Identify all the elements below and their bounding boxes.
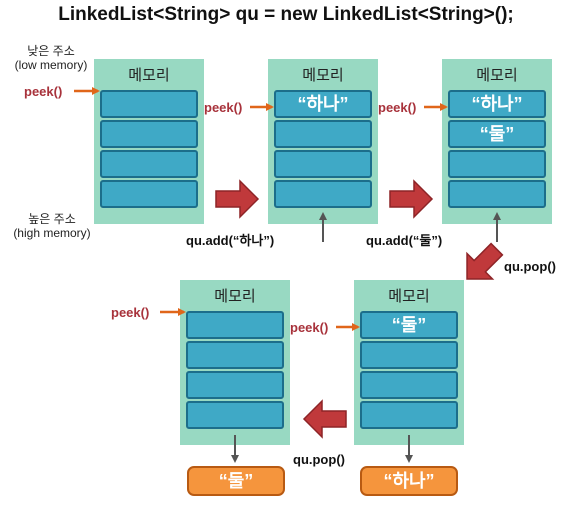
high-address-label: 높은 주소 (high memory) xyxy=(2,212,102,240)
memory-panel-1: 메모리 xyxy=(94,59,204,224)
high-memory-text: (high memory) xyxy=(13,226,91,240)
high-address-text: 높은 주소 xyxy=(28,212,76,226)
memory-cell xyxy=(100,150,198,178)
big-arrow-right-2 xyxy=(389,179,434,219)
big-arrow-down-left xyxy=(466,242,504,280)
memory-cell xyxy=(448,180,546,208)
memory-cell xyxy=(186,401,284,429)
memory-cell xyxy=(186,311,284,339)
output-box-1: “하나” xyxy=(360,466,458,496)
big-arrow-right-1 xyxy=(215,179,260,219)
memory-panel-label: 메모리 xyxy=(476,67,518,84)
memory-cell xyxy=(100,90,198,118)
memory-cell xyxy=(274,180,372,208)
big-arrow-left xyxy=(302,399,347,439)
peek-label-3: peek() xyxy=(378,100,417,115)
memory-cell: “둘” xyxy=(360,311,458,339)
memory-cell xyxy=(100,180,198,208)
diagram-title: LinkedList<String> qu = new LinkedList<S… xyxy=(58,4,514,25)
low-address-text: 낮은 주소 xyxy=(27,44,75,58)
peek-label-1: peek() xyxy=(24,84,63,99)
memory-panel-2: 메모리 “하나” xyxy=(268,59,378,224)
memory-panel-3: 메모리 “하나” “둘” xyxy=(442,59,552,224)
memory-panel-5: 메모리 xyxy=(180,280,290,445)
peek-label-2: peek() xyxy=(204,100,243,115)
op-pop-1: qu.pop() xyxy=(504,259,556,274)
memory-cell: “하나” xyxy=(274,90,372,118)
memory-cell xyxy=(360,371,458,399)
memory-cell xyxy=(448,150,546,178)
memory-cell xyxy=(360,401,458,429)
memory-cell: “둘” xyxy=(448,120,546,148)
memory-cell xyxy=(186,371,284,399)
memory-panel-label: 메모리 xyxy=(214,288,256,305)
memory-cell xyxy=(274,120,372,148)
memory-cell: “하나” xyxy=(448,90,546,118)
memory-panel-label: 메모리 xyxy=(128,67,170,84)
peek-label-5: peek() xyxy=(111,305,150,320)
memory-panel-label: 메모리 xyxy=(388,288,430,305)
memory-cell xyxy=(360,341,458,369)
op-add-1: qu.add(“하나”) xyxy=(186,233,275,248)
memory-cell xyxy=(100,120,198,148)
memory-panel-label: 메모리 xyxy=(302,67,344,84)
peek-label-4: peek() xyxy=(290,320,329,335)
op-pop-2: qu.pop() xyxy=(293,452,345,467)
output-box-2: “둘” xyxy=(187,466,285,496)
low-address-label: 낮은 주소 (low memory) xyxy=(6,44,96,72)
memory-cell xyxy=(186,341,284,369)
memory-panel-4: 메모리 “둘” xyxy=(354,280,464,445)
memory-cell xyxy=(274,150,372,178)
op-add-2: qu.add(“둘”) xyxy=(366,233,443,248)
low-memory-text: (low memory) xyxy=(14,58,88,72)
